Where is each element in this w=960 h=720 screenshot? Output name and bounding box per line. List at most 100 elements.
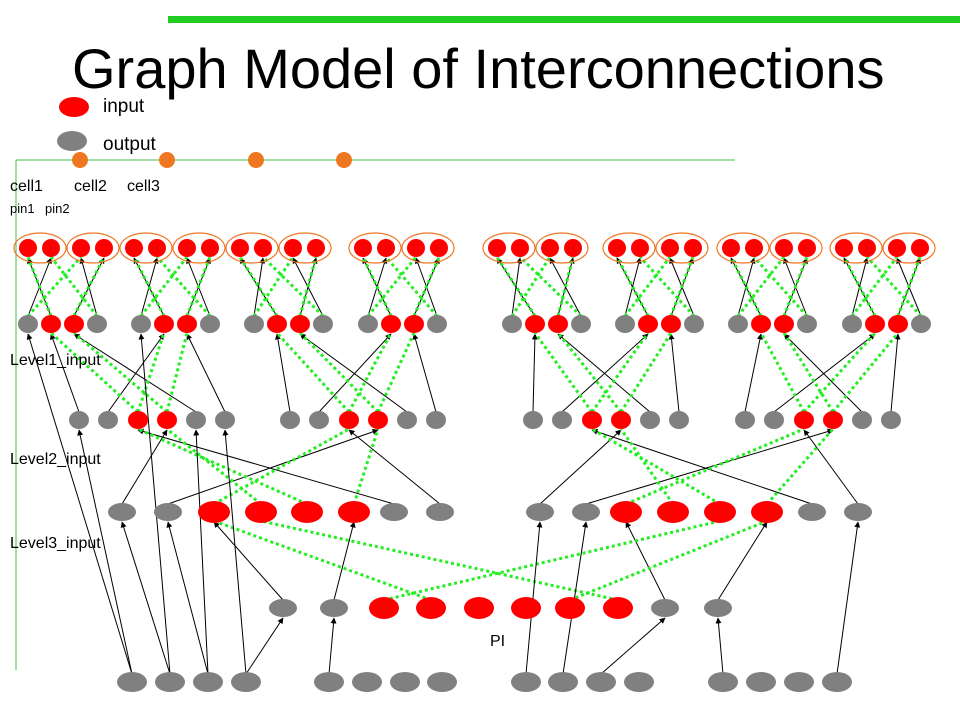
dotted-link	[619, 428, 675, 505]
cell-outline	[225, 232, 279, 264]
dotted-link	[850, 256, 899, 317]
level1-label: Level1_input	[10, 352, 101, 369]
level1-output-node	[797, 315, 817, 333]
dotted-link	[623, 256, 672, 317]
arrow-link	[253, 257, 266, 317]
level4-output-node	[320, 599, 348, 617]
primary-input-node	[427, 672, 457, 692]
dotted-link	[729, 256, 763, 317]
dotted-link	[252, 256, 295, 317]
level2-output-node	[309, 411, 329, 429]
cell2-label: cell2	[74, 178, 107, 195]
dotted-link	[347, 332, 393, 413]
dotted-link	[132, 256, 166, 317]
dotted-link	[165, 332, 189, 413]
dotted-link	[669, 256, 695, 317]
level4-output-node	[269, 599, 297, 617]
dotted-link	[569, 519, 768, 602]
dotted-link	[361, 256, 393, 317]
cell-node-2	[159, 152, 175, 168]
level1-input-node	[661, 315, 681, 333]
dotted-link	[831, 332, 900, 413]
pin-node	[911, 239, 929, 257]
pin-node	[722, 239, 740, 257]
cell-outline	[66, 232, 120, 264]
pin-node	[178, 239, 196, 257]
arrow-link	[625, 521, 666, 601]
arrow-link	[50, 333, 80, 413]
level2-output-node	[215, 411, 235, 429]
arrow-link	[668, 333, 680, 413]
level3-input-node	[657, 501, 689, 523]
arrow-link	[213, 521, 284, 601]
dotted-link	[615, 256, 650, 317]
level2-output-node	[523, 411, 543, 429]
dotted-link	[412, 256, 441, 317]
cell-outline	[769, 232, 823, 264]
level1-output-node	[358, 315, 378, 333]
level1-output-node	[87, 315, 107, 333]
arrow-link	[803, 429, 859, 505]
level4-input-node	[511, 597, 541, 619]
level4-input-node	[603, 597, 633, 619]
primary-input-node	[624, 672, 654, 692]
dotted-link	[510, 256, 552, 317]
cell-outline	[13, 232, 67, 264]
dotted-link	[260, 519, 619, 602]
dotted-link	[865, 255, 923, 318]
level2-output-node	[426, 411, 446, 429]
level2-output-node	[764, 411, 784, 429]
arrow-link	[318, 333, 392, 413]
level2-label: Level2_input	[10, 451, 101, 468]
level2-output-node	[69, 411, 89, 429]
dotted-link	[619, 332, 673, 413]
pin-node	[354, 239, 372, 257]
dotted-link	[518, 255, 583, 318]
pin-node	[125, 239, 143, 257]
pin-node	[254, 239, 272, 257]
dotted-link	[384, 256, 439, 317]
dotted-link	[139, 256, 189, 317]
dotted-link	[213, 427, 350, 506]
level3-input-node	[704, 501, 736, 523]
level3-output-node	[844, 503, 872, 521]
level1-output-node	[571, 315, 591, 333]
pin-node	[231, 239, 249, 257]
level2-input-node	[339, 411, 359, 429]
arrow-link	[120, 521, 171, 675]
level3-input-node	[198, 501, 230, 523]
cell-node-4	[336, 152, 352, 168]
level4-input-node	[555, 597, 585, 619]
cell-outline	[602, 232, 656, 264]
dotted-link	[72, 256, 106, 317]
dotted-link	[591, 427, 721, 506]
primary-input-node	[511, 672, 541, 692]
level1-output-node	[842, 315, 862, 333]
dotted-link	[736, 256, 786, 317]
arrow-link	[783, 333, 863, 413]
dotted-link	[213, 519, 432, 602]
arrow-link	[274, 333, 291, 413]
arrow-link	[744, 333, 763, 413]
level3-output-node	[526, 503, 554, 521]
arrow-link	[585, 428, 834, 505]
dotted-link	[556, 332, 623, 413]
arrow-link	[890, 333, 901, 413]
arrow-link	[73, 333, 197, 413]
arrow-link	[138, 333, 171, 675]
cell-outline	[172, 232, 226, 264]
level1-input-node	[548, 315, 568, 333]
primary-input-node	[822, 672, 852, 692]
dotted-link	[752, 255, 809, 318]
level1-input-node	[64, 315, 84, 333]
pin-node	[284, 239, 302, 257]
level2-input-node	[823, 411, 843, 429]
level1-output-node	[18, 315, 38, 333]
pin-node	[684, 239, 702, 257]
pin-node	[148, 239, 166, 257]
level4-input-node	[416, 597, 446, 619]
pin-node	[511, 239, 529, 257]
dotted-link	[73, 331, 168, 414]
level1-output-node	[131, 315, 151, 333]
